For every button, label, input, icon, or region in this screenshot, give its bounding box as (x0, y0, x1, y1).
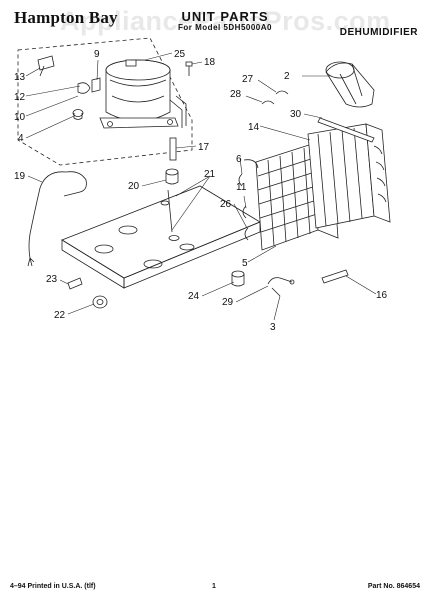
watermark: AppliancePartsPros.com (60, 6, 391, 36)
callout-23: 23 (46, 274, 58, 285)
callout-3: 3 (270, 322, 276, 333)
foot-24 (231, 270, 245, 287)
callout-14: 14 (248, 122, 260, 133)
model-line: For Model 5DH5000A0 (178, 23, 272, 32)
shaft-17 (169, 137, 177, 161)
callout-10: 10 (14, 112, 26, 123)
compressor (99, 59, 187, 129)
brand-name: Hampton Bay (14, 8, 118, 27)
callout-29: 29 (222, 297, 234, 308)
callout-27: 27 (242, 74, 254, 85)
rod-16 (321, 269, 349, 284)
leader-lines (25, 52, 377, 321)
power-cord (27, 171, 87, 267)
condenser-coil (307, 123, 391, 229)
callout-20: 20 (128, 181, 140, 192)
title-block: UNIT PARTS For Model 5DH5000A0 (150, 10, 300, 33)
callout-2: 2 (284, 71, 290, 82)
clips-27-28 (261, 90, 289, 105)
duct-2 (325, 61, 375, 108)
callout-4: 4 (18, 133, 24, 144)
callout-28: 28 (230, 89, 242, 100)
exploded-diagram: 25 9 13 12 10 4 18 27 28 2 30 14 17 19 6… (14, 37, 391, 333)
compressor-group-outline (17, 37, 193, 166)
callout-11: 11 (236, 182, 247, 193)
callout-16: 16 (376, 290, 388, 301)
sensor-29-3 (267, 277, 295, 297)
part-23 (67, 277, 83, 290)
screw-18 (185, 61, 193, 76)
callout-labels: 25 9 13 12 10 4 18 27 28 2 30 14 17 19 6… (14, 49, 388, 333)
part-number: Part No. 864654 (367, 583, 420, 590)
print-info: 4–94 Printed in U.S.A. (tlf) (10, 583, 96, 590)
callout-12: 12 (14, 92, 26, 103)
callout-30: 30 (290, 109, 302, 120)
callout-17: 17 (198, 142, 210, 153)
callout-19: 19 (14, 171, 26, 182)
page-number: 1 (212, 583, 216, 590)
callout-9: 9 (94, 49, 100, 60)
page-title: UNIT PARTS (181, 9, 269, 24)
grommet-20 (165, 168, 179, 185)
callout-25: 25 (174, 49, 186, 60)
callout-5: 5 (242, 258, 248, 269)
rod-30 (317, 117, 375, 143)
category-label: DEHUMIDIFIER (339, 27, 418, 38)
callout-18: 18 (204, 57, 216, 68)
callout-24: 24 (188, 291, 200, 302)
callout-6: 6 (236, 154, 242, 165)
callout-22: 22 (54, 310, 66, 321)
nut-22 (92, 295, 108, 309)
clips (238, 173, 249, 241)
callout-21: 21 (204, 169, 216, 180)
callout-13: 13 (14, 72, 26, 83)
callout-26: 26 (220, 199, 232, 210)
